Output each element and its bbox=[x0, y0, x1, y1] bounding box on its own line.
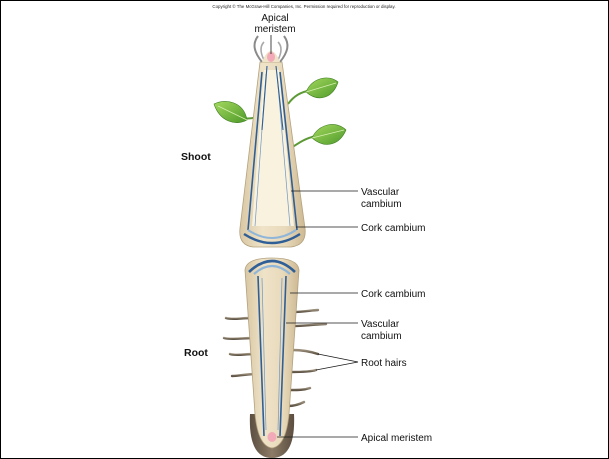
root-hair bbox=[291, 388, 310, 390]
label-shoot-apical-meristem-line2: meristem bbox=[254, 24, 295, 35]
label-shoot-vascular-cambium-line2: cambium bbox=[361, 199, 402, 210]
root-illustration bbox=[224, 258, 326, 458]
root-hair bbox=[293, 350, 318, 354]
root-hair bbox=[293, 324, 326, 326]
leaf-lower-right bbox=[312, 124, 346, 144]
leaf-left bbox=[214, 101, 247, 122]
label-root-vascular-cambium-line1: Vascular bbox=[361, 319, 400, 330]
label-root-vascular-cambium-line2: cambium bbox=[361, 331, 402, 342]
root-apical-meristem-dot bbox=[268, 432, 277, 442]
label-shoot-apical-meristem-line1: Apical bbox=[261, 13, 288, 24]
root-hair bbox=[293, 310, 318, 312]
leader-root-hairs-upper bbox=[318, 354, 358, 362]
section-label-shoot: Shoot bbox=[181, 151, 211, 163]
label-root-hairs: Root hairs bbox=[361, 358, 407, 369]
leader-root-hairs-lower bbox=[316, 362, 358, 370]
shoot-illustration bbox=[214, 36, 346, 247]
leaf-upper-right bbox=[306, 78, 338, 98]
root-hair bbox=[230, 354, 254, 355]
root-hair bbox=[288, 402, 304, 406]
label-root-apical-meristem: Apical meristem bbox=[361, 433, 432, 444]
section-label-root: Root bbox=[184, 347, 208, 359]
root-hair bbox=[291, 370, 316, 372]
label-root-cork-cambium: Cork cambium bbox=[361, 289, 425, 300]
label-shoot-cork-cambium: Cork cambium bbox=[361, 223, 425, 234]
copyright-notice: Copyright © The McGraw-Hill Companies, I… bbox=[212, 4, 395, 9]
label-shoot-vascular-cambium-line1: Vascular bbox=[361, 187, 400, 198]
